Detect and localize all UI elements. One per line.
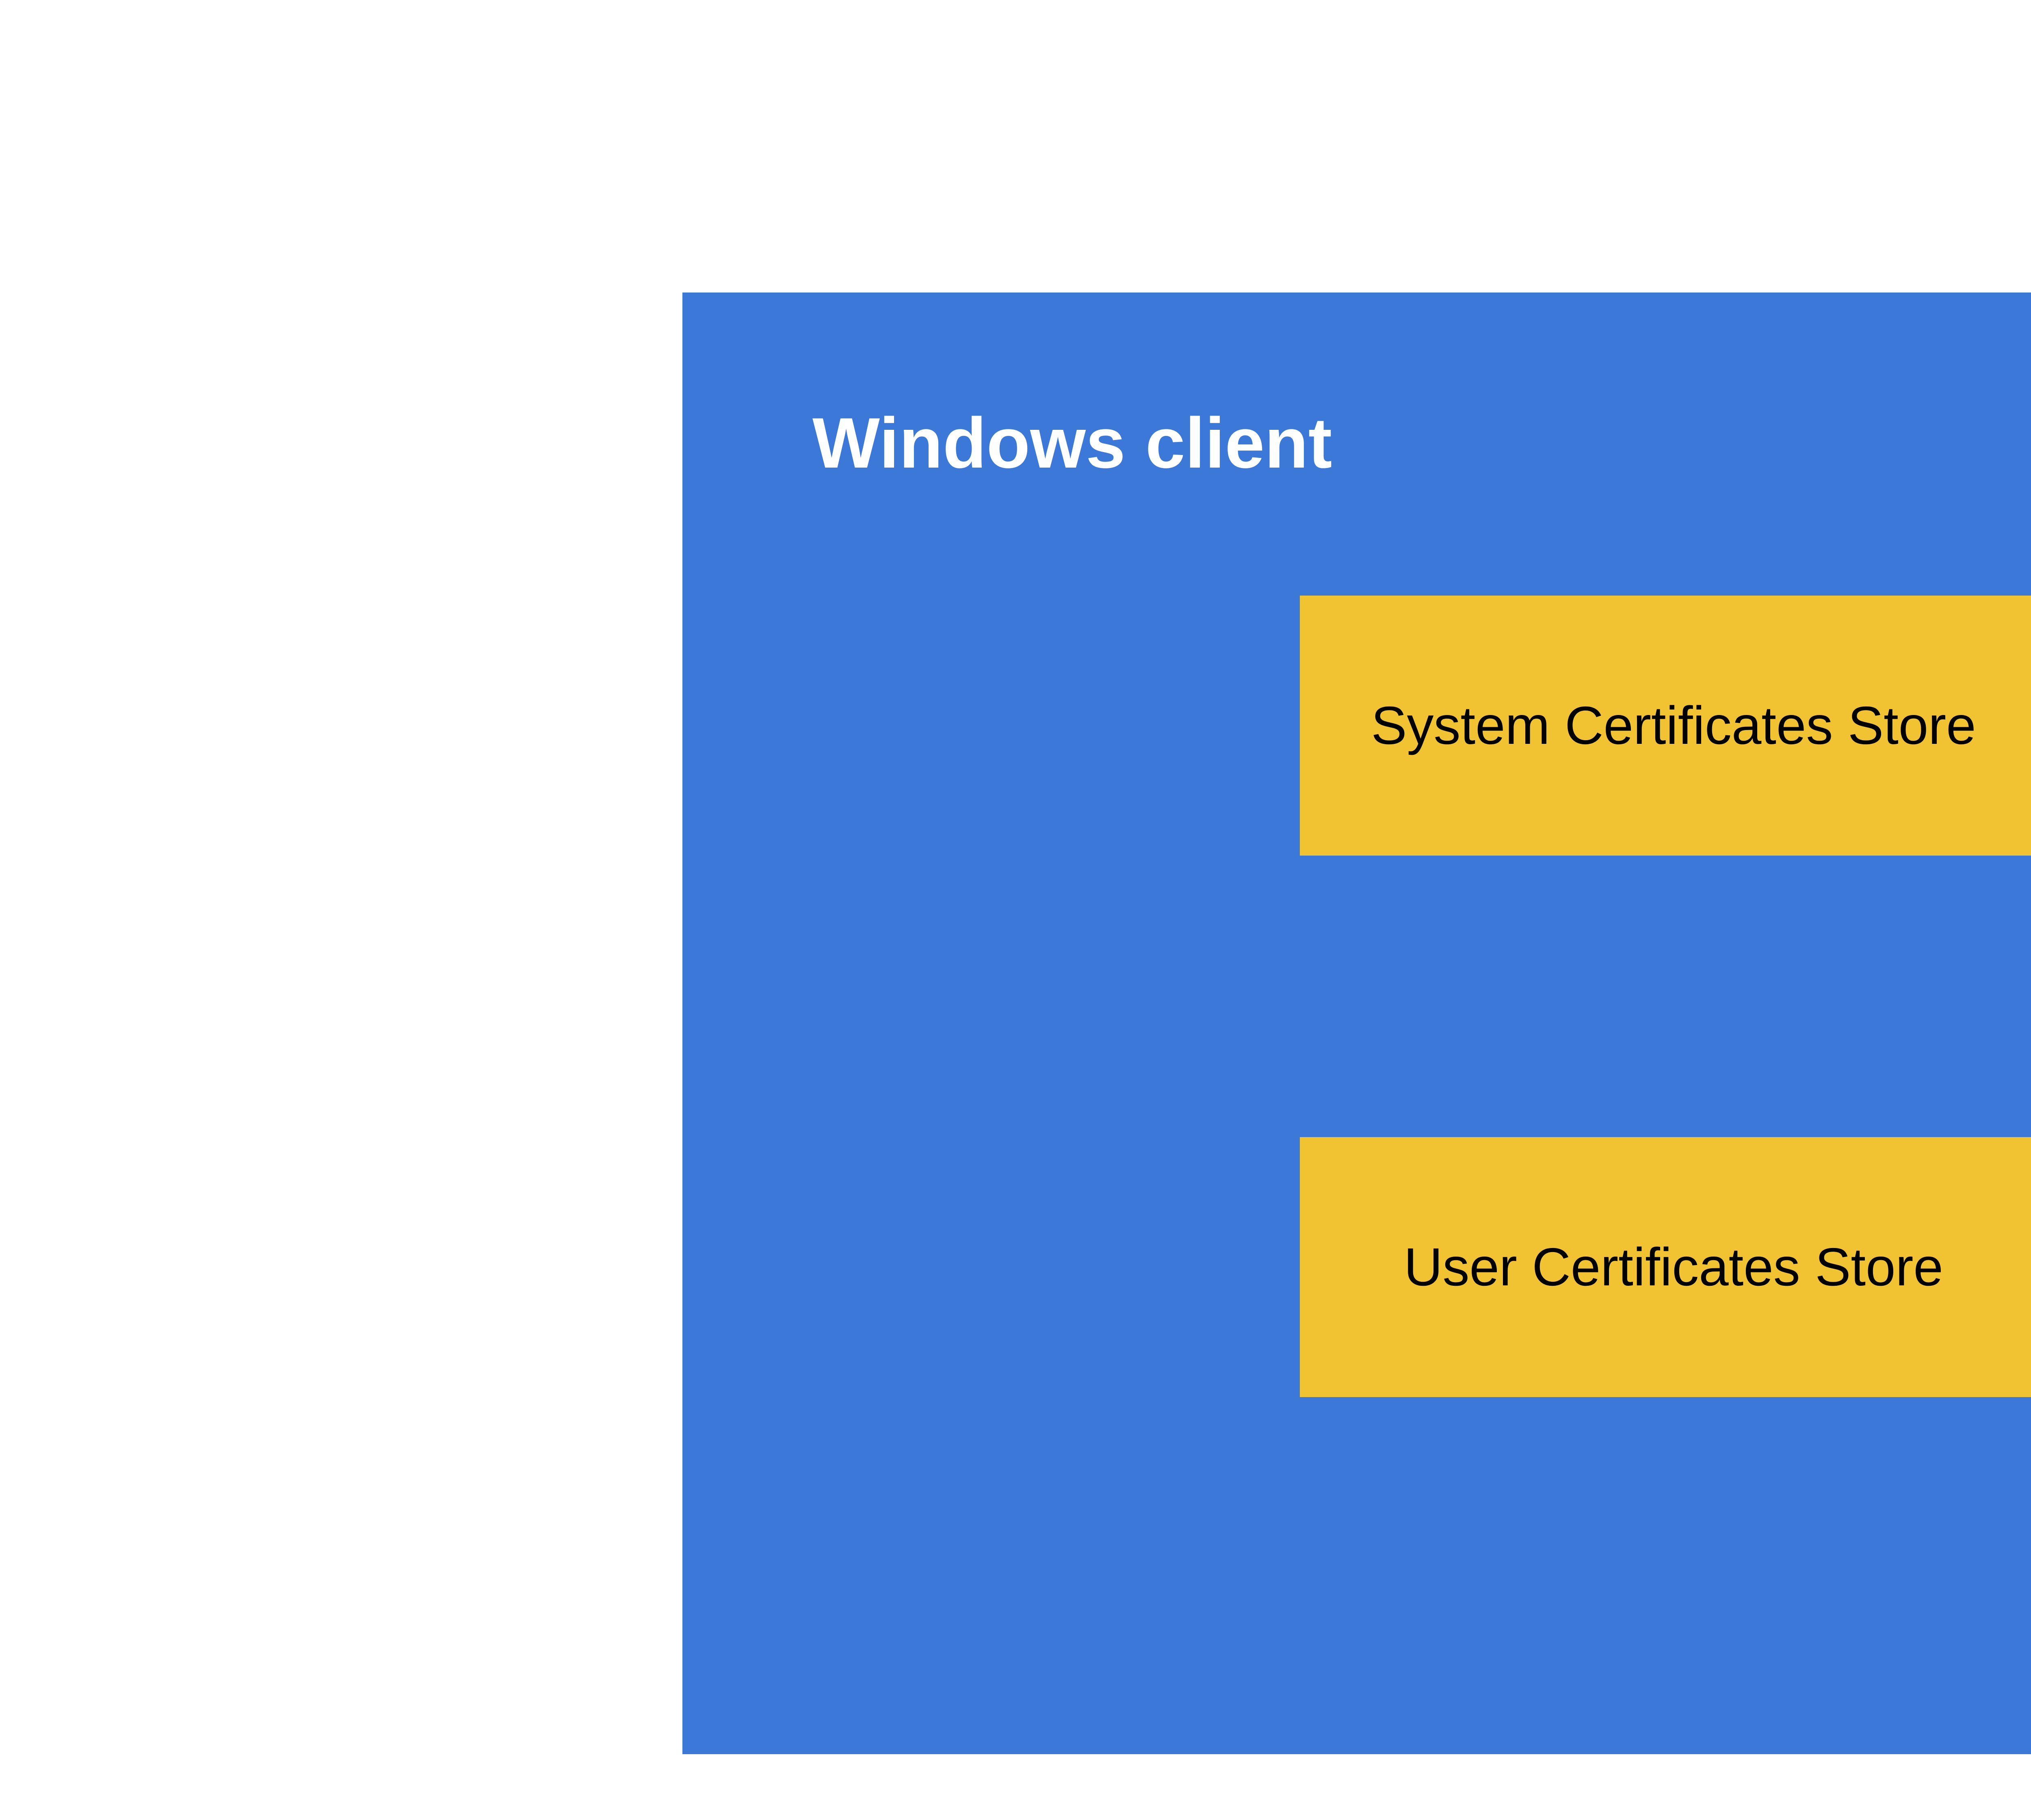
windows-client-container [682, 292, 2031, 1754]
node-system-certificates-store-label: System Certificates Store [1371, 696, 1976, 756]
node-user-certificates-store-label: User Certificates Store [1404, 1237, 1943, 1297]
node-system-certificates-store[interactable]: System Certificates Store [1300, 596, 2031, 856]
node-user-certificates-store[interactable]: User Certificates Store [1300, 1137, 2031, 1397]
windows-client-title: Windows client [812, 403, 1332, 483]
